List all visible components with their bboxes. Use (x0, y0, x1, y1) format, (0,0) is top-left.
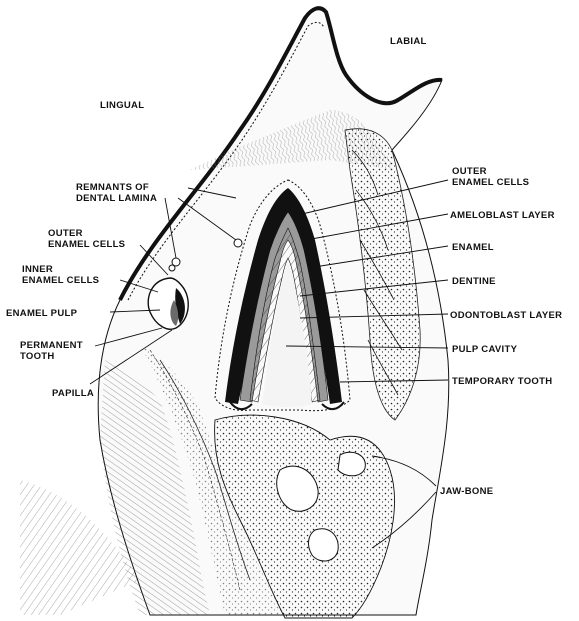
label-line: ENAMEL PULP (6, 308, 78, 319)
label-papilla: PAPILLA (52, 388, 94, 399)
label-enamel-pulp: ENAMEL PULP (6, 308, 78, 319)
label-enamel: ENAMEL (452, 242, 494, 253)
label-line: DENTINE (452, 276, 496, 287)
label-line: PERMANENT (20, 340, 83, 351)
label-line: TEMPORARY TOOTH (452, 376, 552, 387)
label-line: DENTAL LAMINA (76, 193, 157, 204)
label-line: ENAMEL (452, 242, 494, 253)
label-line: INNER (22, 264, 53, 275)
label-line: JAW-BONE (440, 486, 493, 497)
label-line: TOOTH (20, 351, 55, 362)
label-line: REMNANTS OF (76, 182, 149, 193)
label-line: ENAMEL CELLS (48, 239, 125, 250)
label-line: PULP CAVITY (452, 344, 518, 355)
label-jaw-bone: JAW-BONE (440, 486, 493, 497)
label-line: PAPILLA (52, 388, 94, 399)
label-side-lingual: LINGUAL (100, 100, 144, 111)
label-pulp-cavity: PULP CAVITY (452, 344, 518, 355)
label-line: OUTER (48, 228, 83, 239)
label-side-labial: LABIAL (390, 36, 427, 47)
label-ameloblast-layer: AMELOBLAST LAYER (450, 210, 555, 221)
label-line: ENAMEL CELLS (22, 275, 99, 286)
label-line: OUTER (452, 166, 487, 177)
label-line: ODONTOBLAST LAYER (450, 310, 562, 321)
label-odontoblast-layer: ODONTOBLAST LAYER (450, 310, 562, 321)
label-line: AMELOBLAST LAYER (450, 210, 555, 221)
label-temporary-tooth: TEMPORARY TOOTH (452, 376, 552, 387)
label-line: ENAMEL CELLS (452, 177, 529, 188)
label-dentine: DENTINE (452, 276, 496, 287)
